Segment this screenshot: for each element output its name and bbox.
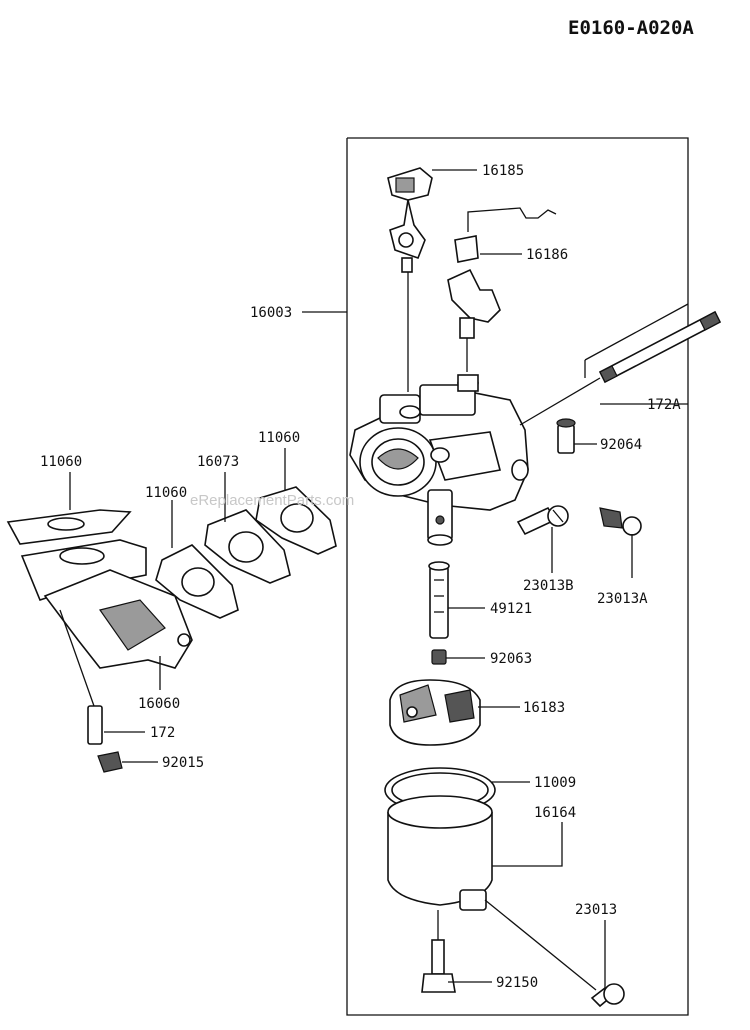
float-bowl-16164 (384, 767, 496, 911)
carburetor-body (349, 374, 529, 546)
label-49121: 49121 (490, 601, 532, 617)
label-16186: 16186 (526, 247, 568, 263)
label-16060: 16060 (138, 696, 180, 712)
watermark: eReplacementParts.com (190, 492, 354, 509)
float-16183 (389, 679, 481, 746)
jet-92064 (556, 418, 576, 454)
nut-92015 (97, 751, 123, 773)
label-11060-left: 11060 (40, 454, 82, 470)
label-16183: 16183 (523, 700, 565, 716)
label-16164: 16164 (534, 805, 576, 821)
gasket-11060-a (6, 509, 132, 545)
throttle-lever-16185 (387, 167, 433, 392)
leader-lines (69, 169, 688, 988)
label-172: 172 (150, 725, 175, 741)
label-11009: 11009 (534, 775, 576, 791)
label-172A: 172A (647, 397, 681, 413)
label-23013: 23013 (575, 902, 617, 918)
label-16185: 16185 (482, 163, 524, 179)
label-92015: 92015 (162, 755, 204, 771)
label-16073: 16073 (197, 454, 239, 470)
main-jet-92063 (431, 649, 447, 665)
label-92064: 92064 (600, 437, 642, 453)
assembly-frame (346, 137, 689, 1016)
label-11060-top: 11060 (258, 430, 300, 446)
label-16003: 16003 (250, 305, 292, 321)
bolt-172A (519, 303, 722, 426)
label-92150: 92150 (496, 975, 538, 991)
gasket-11060-c (255, 486, 337, 555)
screw-23013B (516, 505, 569, 536)
insulator-16060 (20, 539, 193, 669)
bolt-92150 (421, 910, 456, 993)
spacer-16073 (204, 509, 291, 584)
label-92063: 92063 (490, 651, 532, 667)
label-23013A: 23013A (597, 591, 648, 607)
screw-23013A (599, 507, 642, 536)
emulsion-tube-49121 (428, 561, 450, 639)
label-23013B: 23013B (523, 578, 574, 594)
choke-lever-16186 (447, 207, 557, 372)
label-11060-mid: 11060 (145, 485, 187, 501)
stud-172 (59, 609, 103, 745)
diagram-id: E0160-A020A (568, 17, 694, 39)
gasket-11060-b (155, 544, 239, 619)
drain-screw-23013 (484, 899, 625, 1008)
